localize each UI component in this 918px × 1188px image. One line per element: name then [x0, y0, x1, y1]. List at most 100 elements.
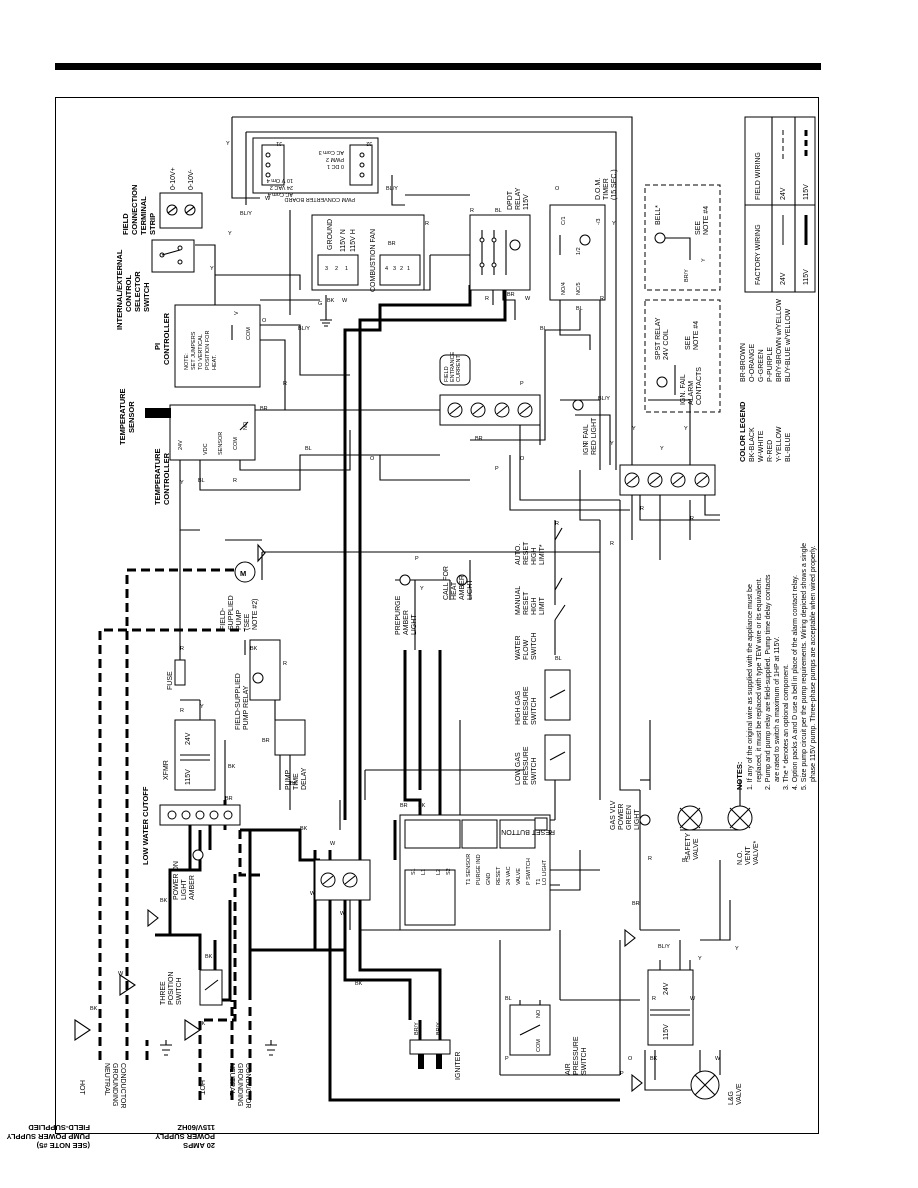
svg-text:COM: COM: [246, 327, 252, 340]
svg-text:NO: NO: [243, 421, 249, 430]
svg-text:LO LIGHT: LO LIGHT: [542, 859, 548, 885]
neutral2-label: NEUTRALGROUNDINGCONDUCTOR: [228, 1063, 251, 1108]
svg-text:BR: BR: [507, 292, 515, 298]
svg-text:R: R: [610, 541, 614, 547]
low-gas-label: LOW GASPRESSURESWITCH: [515, 746, 538, 785]
j2-pwm-label: PWM 2: [326, 156, 344, 162]
svg-text:R: R: [425, 221, 429, 227]
lg-valve: L&GVALVE: [690, 1070, 743, 1105]
svg-text:V: V: [234, 311, 240, 315]
svg-text:BR: BR: [475, 436, 483, 442]
field-wires: [98, 568, 260, 1100]
svg-text:Y: Y: [701, 258, 707, 262]
hot-label: HOT: [78, 1080, 85, 1096]
legend-bly: BL/Y-BLUE w/YELLOW: [785, 308, 792, 382]
factory-wiring-label: FACTORY WIRING: [755, 224, 762, 285]
svg-text:BL: BL: [682, 858, 689, 864]
legend-bl: BL-BLUE: [785, 432, 792, 462]
pump-time-delay-label: PUMPTIMEDELAY: [285, 767, 308, 790]
auto-reset-high-limit: AUTO.RESETHIGHLIMIT*: [515, 527, 563, 565]
svg-text:BK: BK: [198, 1021, 206, 1027]
svg-text:BR/Y: BR/Y: [684, 269, 690, 282]
svg-text:NO/4: NO/4: [561, 282, 567, 295]
svg-text:BK: BK: [650, 1056, 658, 1062]
svg-text:Y: Y: [735, 946, 739, 952]
svg-text:Y: Y: [180, 480, 184, 486]
three-position-switch: THREEPOSITIONSWITCH: [160, 969, 223, 1006]
control-selector-switch: INTERNAL/EXTERNALCONTROLSELECTORSWITCH: [115, 239, 195, 330]
svg-text:R: R: [583, 441, 587, 447]
svg-text:BL/Y: BL/Y: [598, 396, 610, 402]
svg-text:BK: BK: [300, 826, 308, 832]
svg-text:M: M: [240, 569, 246, 578]
svg-text:BL: BL: [576, 306, 583, 312]
svg-text:T1 SENSOR: T1 SENSOR: [466, 854, 472, 885]
high-gas-label: HIGH GASPRESSURESWITCH: [515, 686, 538, 725]
lg-24v-label: 24V: [663, 982, 670, 995]
reset-button-label: RESET BUTTON: [501, 828, 555, 835]
dpdt-relay: DPDTRELAY115V: [469, 187, 531, 291]
svg-text:R: R: [233, 478, 237, 484]
legend-y: Y-YELLOW: [776, 426, 783, 462]
svg-text:2: 2: [400, 266, 403, 272]
svg-text:BK: BK: [327, 298, 335, 304]
svg-text:R: R: [600, 296, 604, 302]
terminal-block-main: [439, 394, 541, 426]
pump-time-delay: PUMPTIMEDELAY: [274, 719, 308, 790]
legend-bry: BR/Y-BROWN w/YELLOW: [776, 299, 783, 382]
svg-text:BK: BK: [160, 898, 168, 904]
svg-text:BK: BK: [290, 781, 298, 787]
note-line-6: 4. Option packs A and D use a bell in pl…: [792, 575, 799, 790]
svg-text:BL/Y: BL/Y: [298, 326, 310, 332]
v-minus-label: 0-10V-: [188, 169, 195, 190]
svg-text:BR: BR: [400, 803, 408, 809]
svg-text:Y: Y: [210, 266, 214, 272]
svg-text:Y: Y: [200, 704, 204, 710]
svg-text:VDC: VDC: [203, 443, 209, 455]
igniter: IGNITER BR/Y BR/Y: [409, 1022, 462, 1080]
svg-text:R: R: [470, 208, 474, 214]
gas-valve-light: GAS VLVPOWERGREENLIGHT: [610, 800, 651, 830]
svg-text:BL: BL: [505, 996, 512, 1002]
pwm-board-label: PWM CONVERTER BOARD: [284, 196, 355, 202]
field-entrance-label: FIELDENTRANCECURRENT: [444, 351, 462, 382]
svg-text:R: R: [283, 661, 287, 667]
svg-text:R: R: [640, 506, 644, 512]
diagram-frame: [55, 97, 819, 1134]
svg-text:P: P: [505, 1056, 509, 1062]
svg-text:BL: BL: [495, 208, 502, 214]
svg-text:BK: BK: [418, 803, 426, 809]
svg-text:W: W: [265, 196, 271, 202]
water-flow-switch: WATERFLOWSWITCH: [515, 604, 566, 660]
svg-text:P: P: [495, 466, 499, 472]
j2-dc-label: 0 DC 1: [327, 163, 344, 169]
spst-relay: SPST RELAY24V COIL SEENOTE #4 IGN. FAILA…: [644, 299, 721, 413]
j2-label: J2: [366, 140, 372, 146]
svg-text:COM: COM: [536, 1039, 542, 1052]
temp-controller-label: TEMPERATURECONTROLLER: [153, 448, 171, 505]
svg-text:BL/Y: BL/Y: [386, 186, 398, 192]
notes-block: NOTES: 1. If any of the original wire as…: [735, 543, 817, 790]
temp-sensor-label: TEMPERATURESENSOR: [118, 388, 136, 445]
pwm-converter-board: AC Com 4 24 VAC 2 10 V Om 4 0 DC 1 PWM 2…: [252, 137, 379, 202]
svg-text:Y: Y: [698, 956, 702, 962]
field-supplied-pump-relay: FIELD-SUPPLIEDPUMP RELAY: [235, 639, 281, 730]
air-pressure-label: AIRPRESSURESWITCH: [565, 1036, 588, 1075]
note-line-2: replaced, it must be replaced with type …: [756, 577, 763, 782]
factory-115v-label: 115V: [803, 269, 810, 285]
call-for-heat-label: CALL FORHEATAMBERLIGHT: [443, 566, 474, 600]
j1-10v-label: 10 V Om 4: [267, 177, 293, 183]
low-gas-pressure-switch: LOW GASPRESSURESWITCH: [515, 734, 571, 785]
svg-text:W: W: [330, 841, 336, 847]
pi-controller-label: PICONTROLLER: [153, 312, 171, 365]
svg-text:BK: BK: [228, 764, 236, 770]
svg-text:NO: NO: [536, 1009, 542, 1018]
dom-timer: D.O.M.TIMER(15 SEC.) NO/4 NC/5 C/1 1/2 -…: [549, 169, 618, 301]
svg-text:1: 1: [345, 266, 348, 272]
pi-controller: PICONTROLLER NOTE:SET JUMPERSTO VERTICAL…: [153, 304, 261, 388]
ground-label: GROUND: [327, 219, 334, 250]
wire-color-tags: Y BL/Y W Y Y BL/Y O R BR BL O BL Y R BK …: [90, 141, 739, 1077]
svg-text:3: 3: [393, 266, 396, 272]
legend-p: P-PURPLE: [767, 347, 774, 382]
